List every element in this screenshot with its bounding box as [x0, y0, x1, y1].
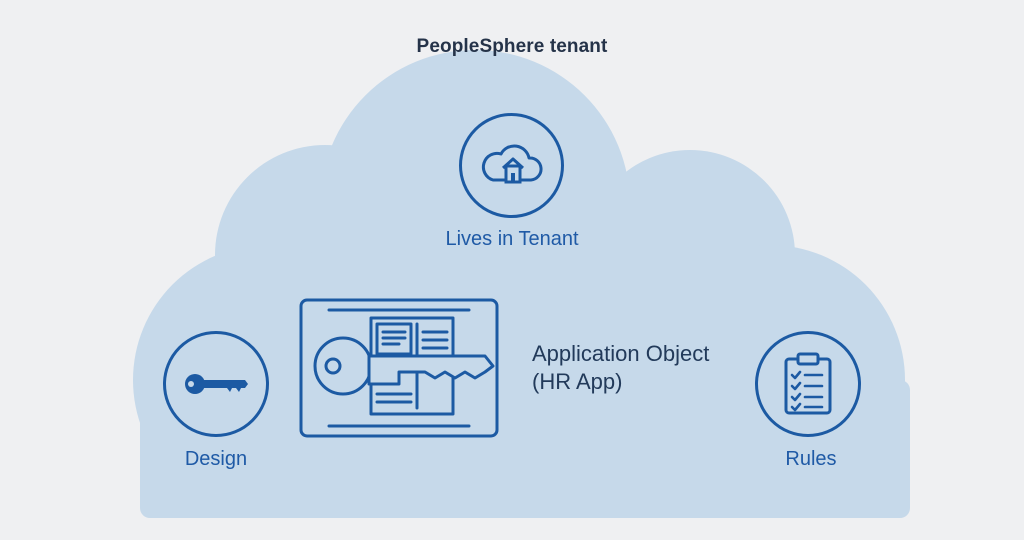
tenant-title: PeopleSphere tenant [416, 36, 608, 57]
tenant-label: Lives in Tenant [445, 228, 579, 250]
design-label: Design [184, 448, 248, 470]
cloud-house-icon [481, 143, 543, 183]
rules-node-circle [755, 331, 861, 437]
tenant-node-circle [459, 113, 564, 218]
key-icon [185, 374, 248, 394]
design-node-circle [163, 331, 269, 437]
key-document-card-icon [299, 298, 499, 438]
application-name-line2: (HR App) [532, 369, 623, 394]
application-object-name: Application Object (HR App) [532, 340, 772, 396]
rules-label: Rules [785, 448, 837, 470]
clipboard-checklist-icon [784, 352, 832, 415]
application-name-line1: Application Object [532, 341, 710, 366]
